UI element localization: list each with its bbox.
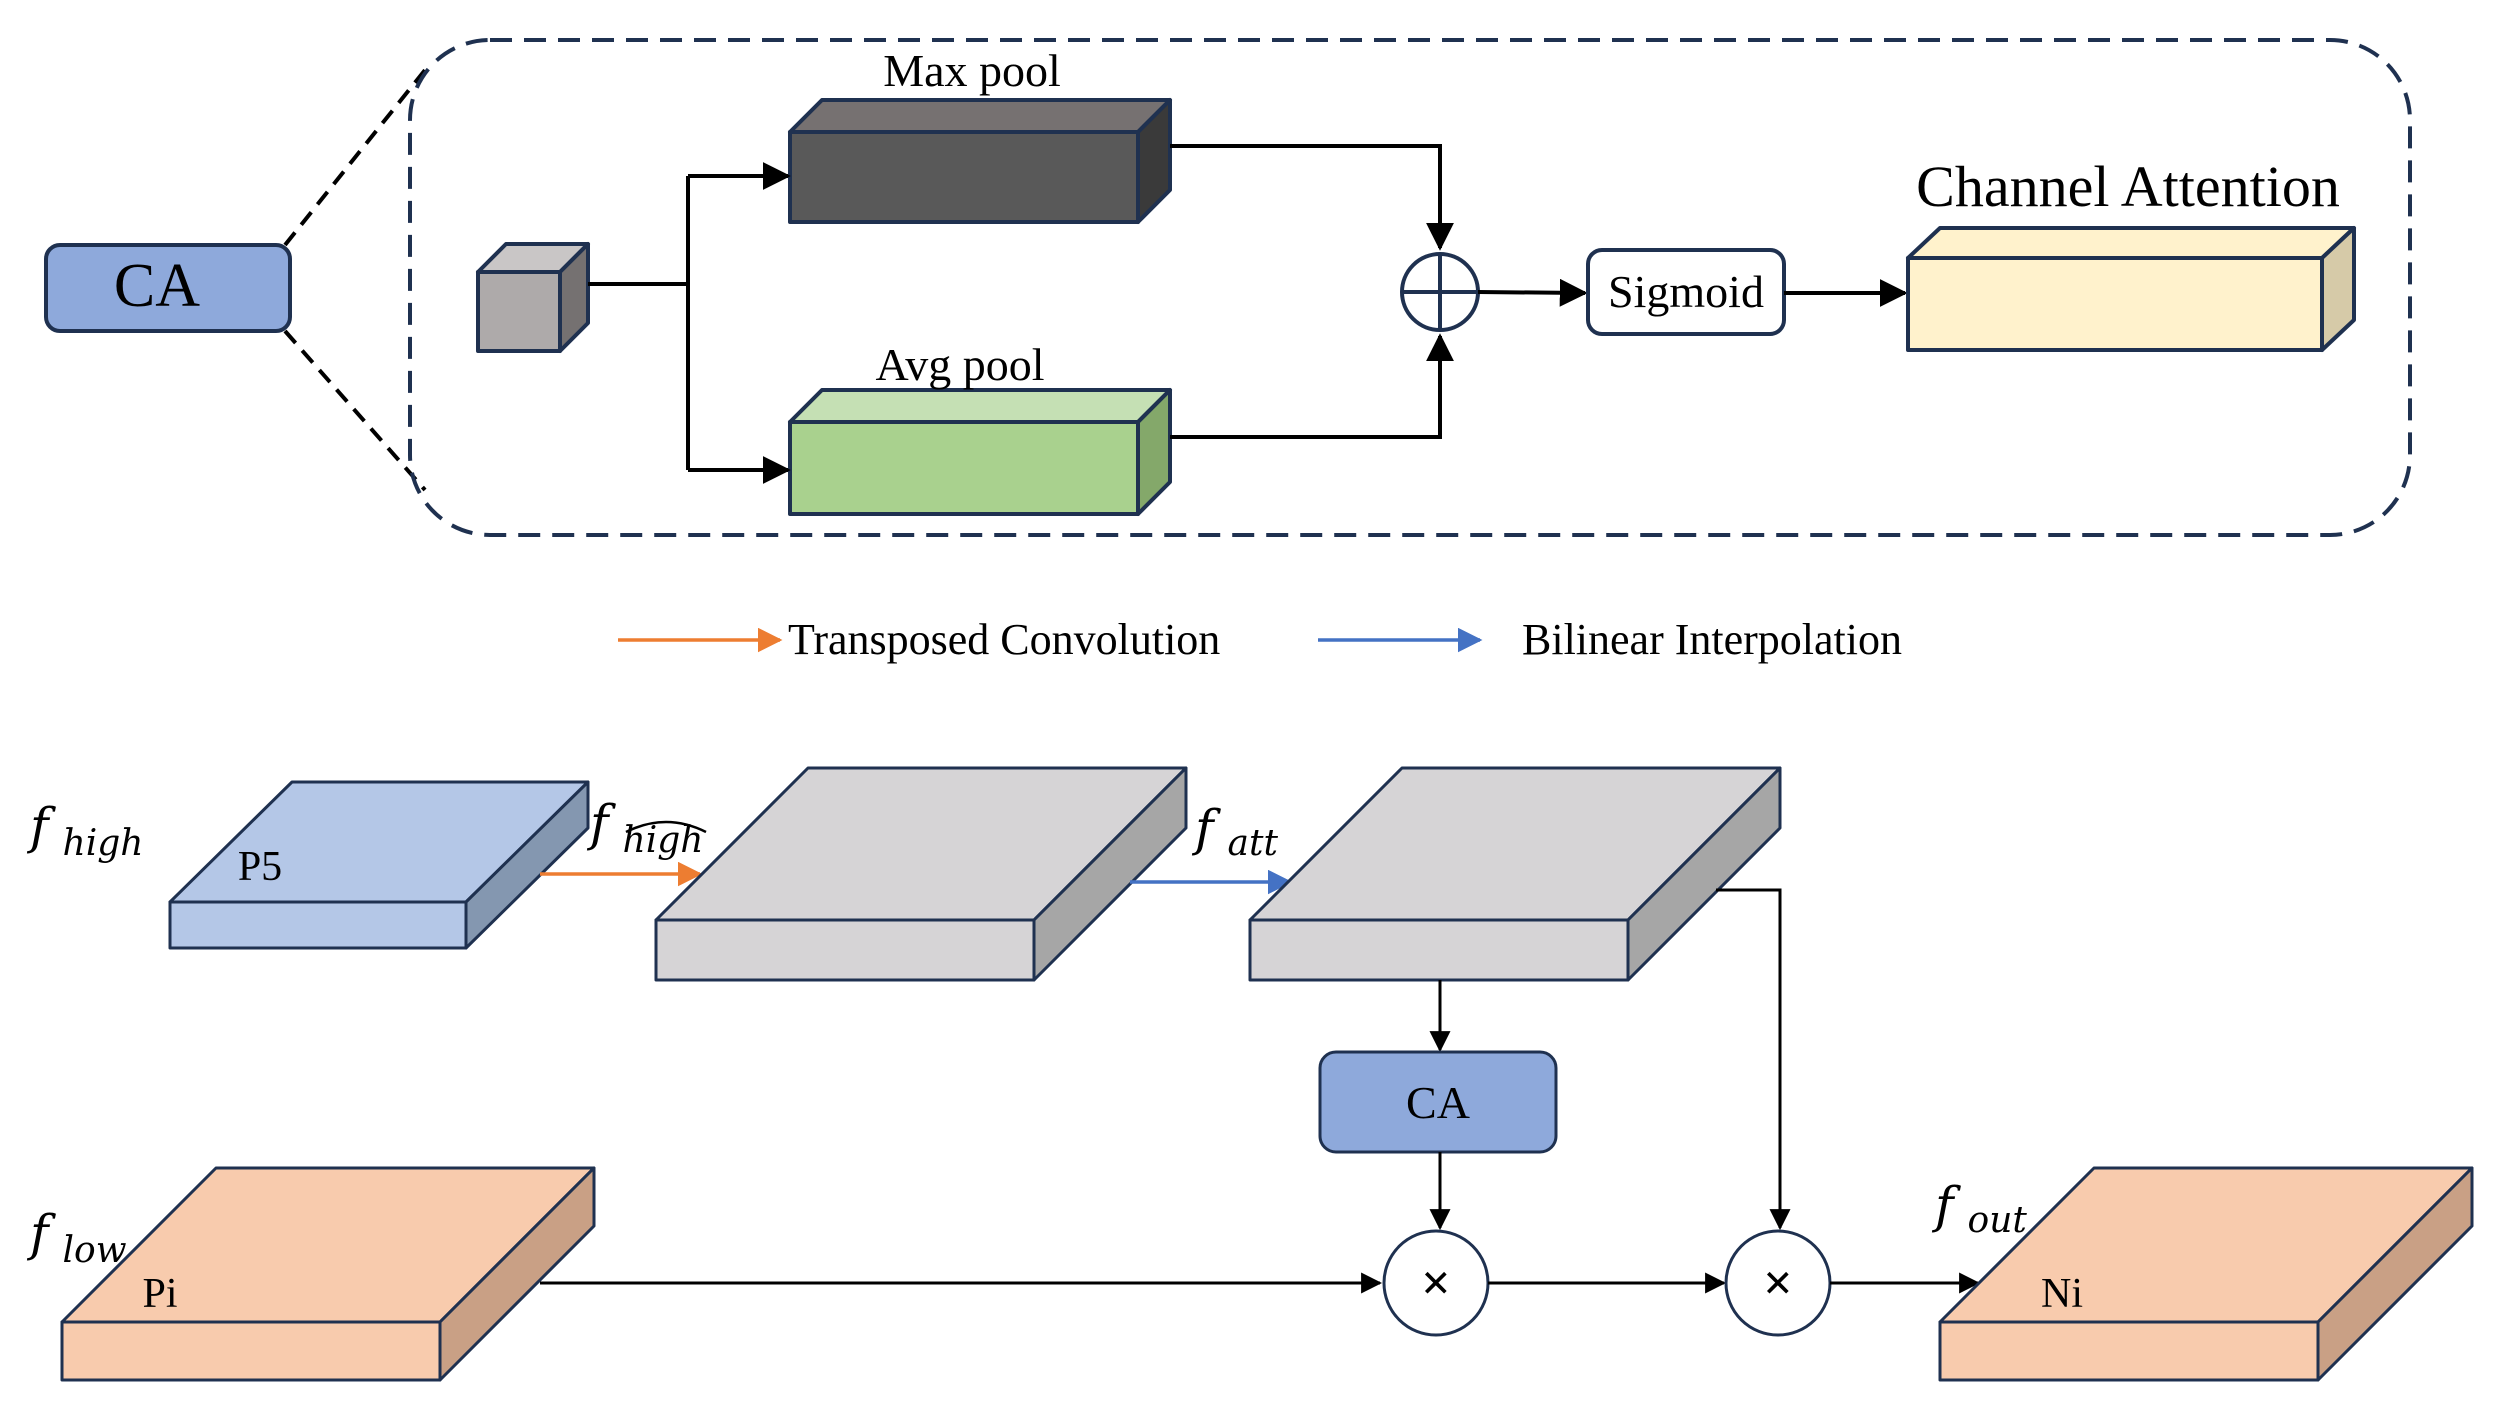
- ca-box-bottom-label: CA: [1406, 1077, 1470, 1128]
- max-pool-label: Max pool: [883, 45, 1061, 96]
- input-cube: [476, 242, 590, 353]
- ni-slab: [1938, 1166, 2474, 1382]
- ni-label: Ni: [2041, 1271, 2083, 1317]
- pi-slab: [60, 1166, 596, 1382]
- zoom-line-bottom: [283, 329, 427, 492]
- adder-to-sigmoid-arrow: [1477, 278, 1588, 307]
- p5-slab: [168, 780, 590, 950]
- adder-node: [1400, 252, 1480, 332]
- branch-connectors: [588, 162, 791, 484]
- multiply-symbol-2: ×: [1763, 1255, 1793, 1312]
- legend-orange-label: Transposed Convolution: [788, 615, 1220, 664]
- ca-block-top-label: CA: [114, 252, 200, 320]
- channel-attention-block: [1906, 226, 2356, 352]
- sigmoid-label: Sigmoid: [1608, 266, 1764, 317]
- legend-blue-label: Bilinear Interpolation: [1522, 615, 1902, 664]
- pi-label: Pi: [142, 1271, 177, 1317]
- grey-slab-upsampled: [654, 766, 1188, 982]
- pool-to-adder-lines: [1170, 144, 1454, 439]
- multiply-symbol-1: ×: [1421, 1255, 1451, 1312]
- avg-pool-block: [788, 388, 1172, 516]
- att-skip-to-mult2-arrow: [1716, 888, 1791, 1231]
- max-pool-block: [788, 98, 1172, 224]
- channel-attention-label: Channel Attention: [1916, 154, 2340, 219]
- grey-slab-attention: [1248, 766, 1782, 982]
- avg-pool-label: Avg pool: [875, 339, 1044, 390]
- zoom-line-top: [283, 68, 427, 247]
- ca-detail-container: [408, 38, 2412, 537]
- ca-block-top: [44, 243, 292, 333]
- ca-box-bottom: [1318, 1050, 1558, 1154]
- p5-label: P5: [238, 844, 282, 890]
